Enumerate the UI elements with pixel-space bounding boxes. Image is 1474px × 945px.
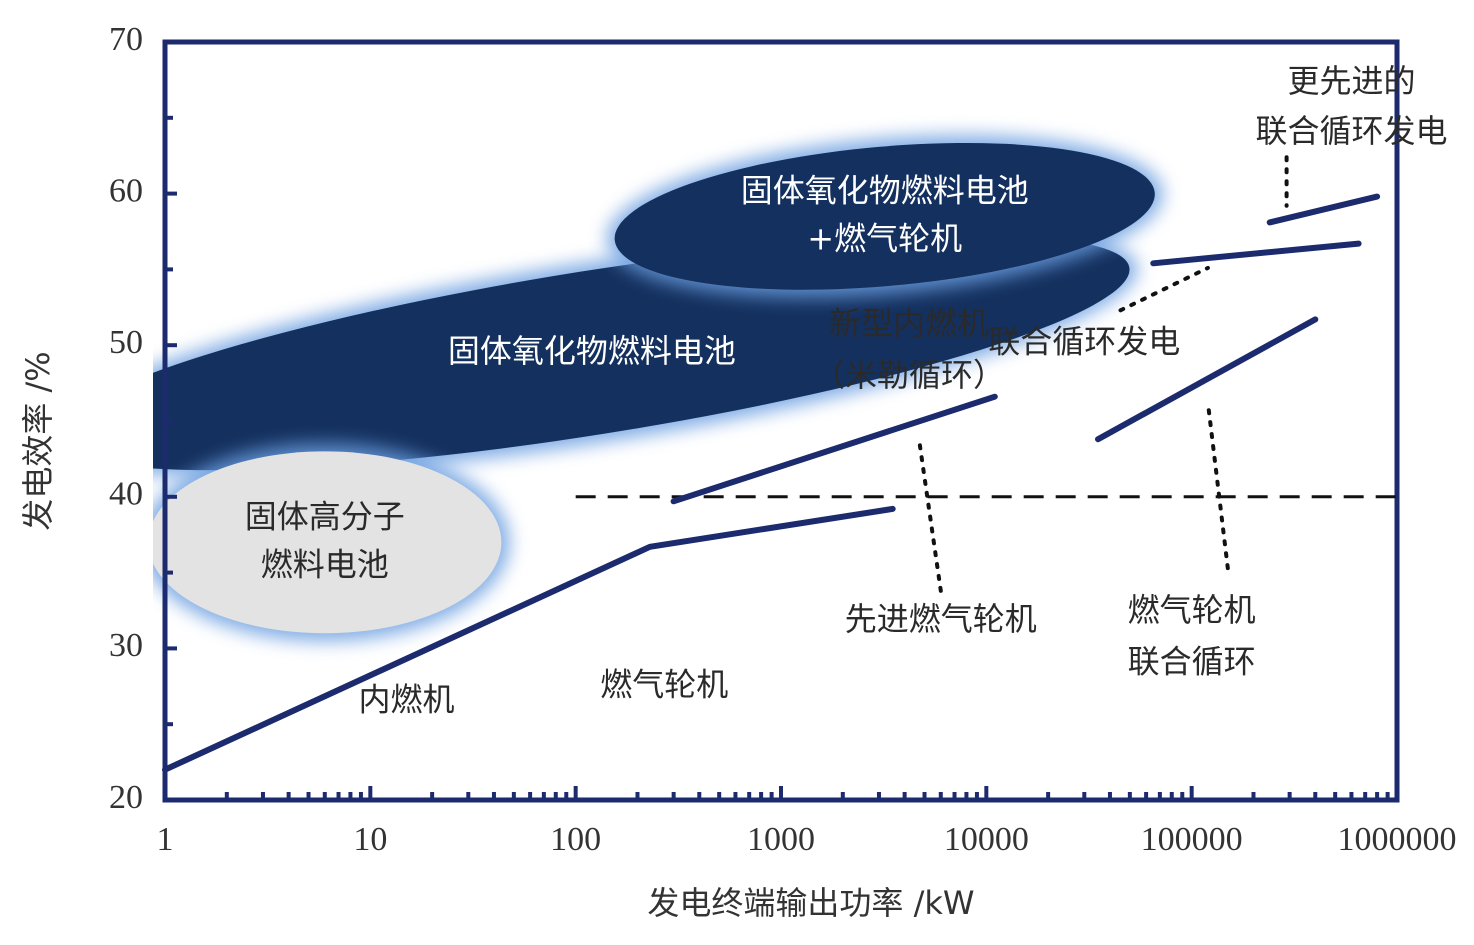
y-tick-label: 60	[109, 172, 143, 209]
annotation-label: 更先进的	[1287, 62, 1415, 100]
y-tick-label: 40	[109, 476, 143, 513]
region-label: 燃料电池	[261, 545, 389, 583]
x-axis-title: 发电终端输出功率 /kW	[647, 884, 974, 922]
y-tick-label: 70	[109, 21, 143, 58]
series-line	[1150, 240, 1362, 267]
annotation-label: 燃气轮机	[600, 665, 728, 703]
y-tick-label: 20	[109, 779, 143, 816]
x-tick-label: 1000	[747, 821, 815, 858]
annotation-label: 新型内燃机	[829, 304, 989, 342]
annotation-label: （米勒循环）	[813, 356, 1005, 394]
series-line	[1266, 193, 1381, 226]
axis-label-layer: 发电终端输出功率 /kW 发电效率 /%	[19, 351, 975, 922]
annotation-label: 先进燃气轮机	[845, 600, 1037, 638]
annotation-label: 联合循环发电	[1255, 112, 1447, 150]
x-tick-label: 100000	[1141, 821, 1243, 858]
series-line	[162, 505, 896, 773]
y-tick-label: 50	[109, 324, 143, 361]
leader-line	[917, 437, 943, 593]
series-layer	[162, 193, 1381, 773]
y-tick-label: 30	[109, 627, 143, 664]
annotation-label: 内燃机	[358, 680, 454, 718]
leader-layer	[917, 155, 1289, 593]
region-ellipse	[153, 451, 502, 634]
x-tick-label: 1	[157, 821, 174, 858]
tick-layer: 20 30 40 50 60 70 1 10 100 1000 10000 100000 1000000	[109, 21, 1457, 858]
x-tick-label: 10	[353, 821, 387, 858]
x-tick-label: 1000000	[1338, 821, 1457, 858]
leader-line	[1118, 265, 1210, 313]
region-label: 固体氧化物燃料电池	[741, 171, 1029, 209]
x-tick-label: 100	[550, 821, 601, 858]
annotation-label: 燃气轮机	[1128, 591, 1256, 629]
region-label: 固体高分子	[245, 497, 405, 535]
region-label: +燃气轮机	[807, 219, 962, 257]
leader-line	[1205, 400, 1230, 571]
x-tick-label: 10000	[944, 821, 1029, 858]
region-label: 固体氧化物燃料电池	[448, 332, 736, 370]
series-line	[670, 393, 998, 505]
annotation-layer: 内燃机燃气轮机先进燃气轮机新型内燃机（米勒循环）联合循环发电燃气轮机联合循环更先…	[358, 62, 1447, 719]
series-line	[1095, 316, 1319, 443]
region-ellipse	[614, 142, 1155, 290]
annotation-label: 联合循环发电	[988, 323, 1180, 361]
annotation-label: 联合循环	[1128, 643, 1256, 681]
y-axis-title: 发电效率 /%	[19, 351, 57, 530]
